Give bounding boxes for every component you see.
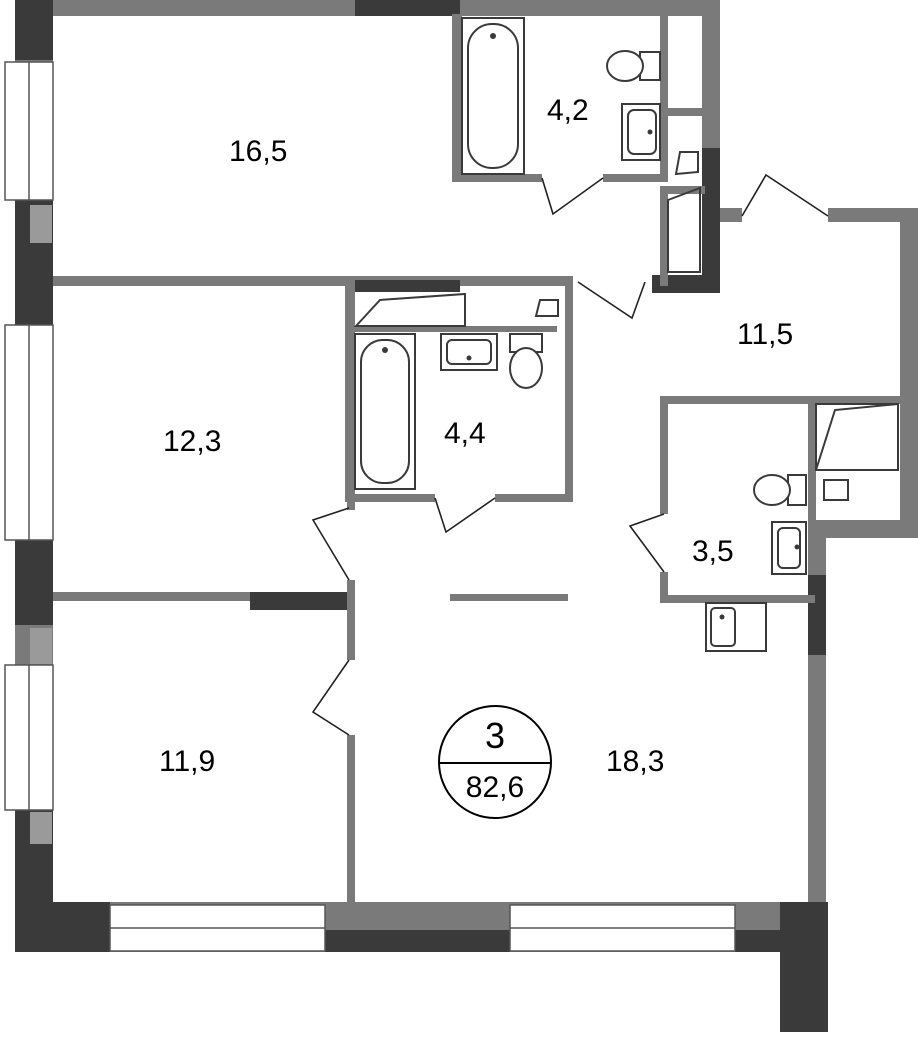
wall-shaft-left xyxy=(660,186,668,286)
kitchen-sink-basin xyxy=(710,607,736,647)
toilet-wc-bowl xyxy=(753,474,791,506)
wall-bathroom-mid-top-dark xyxy=(355,280,460,292)
wall-bathroom-top-bottom-right xyxy=(603,174,663,182)
room-area-bathroom-middle: 4,4 xyxy=(444,417,486,450)
toilet-middle-bowl xyxy=(509,347,543,389)
wall-top-dark xyxy=(355,0,460,16)
badge-rooms-count: 3 xyxy=(485,715,505,756)
sink-middle-basin xyxy=(446,339,492,365)
windows xyxy=(4,61,736,952)
wall-bedroom-mid-right-lower xyxy=(347,502,355,510)
wall-wc-shaft-left xyxy=(808,396,816,526)
washer-middle xyxy=(353,292,466,327)
wall-wc-bottom xyxy=(660,595,815,603)
window-left-sill-2 xyxy=(30,628,52,664)
bathtub-top-inner xyxy=(467,23,519,169)
door-bedroom-bottom xyxy=(311,659,350,736)
kitchen-divider xyxy=(450,594,568,601)
wall-right-lower-dark xyxy=(808,575,826,655)
wall-bathroom-mid-bottom-right xyxy=(495,494,573,502)
wall-bathroom-mid-shelf xyxy=(355,326,557,332)
shaft-middle-glyph xyxy=(534,299,559,317)
door-entry xyxy=(741,173,829,217)
sink-wc-basin xyxy=(777,527,801,569)
washer-wc xyxy=(815,403,899,471)
wall-bedroom-top-bottom xyxy=(53,276,573,286)
wall-bathroom-top-left xyxy=(452,14,462,182)
wall-bottom-dark-mid xyxy=(325,930,510,952)
wall-corner-column xyxy=(780,902,828,1032)
sink-wc-drain xyxy=(794,544,800,550)
doors xyxy=(311,173,829,736)
door-bedroom-middle xyxy=(311,507,350,581)
wall-bedroom-mid-bottom xyxy=(53,592,253,601)
sink-top-drain xyxy=(647,129,653,135)
wall-wc-top xyxy=(660,396,900,404)
door-wc xyxy=(628,513,665,573)
room-labels: 16,5 4,2 11,5 12,3 4,4 3,5 11,9 18,3 xyxy=(159,94,793,778)
wall-bedroom-bottom-right-lower xyxy=(347,735,355,905)
apartment-badge: 3 82,6 xyxy=(438,705,552,819)
badge-total-area: 82,6 xyxy=(466,771,524,804)
door-bathroom-middle xyxy=(434,497,496,534)
wall-bedroom-bottom-right-upper xyxy=(347,580,355,660)
bathtub-top-drain xyxy=(490,33,496,39)
shaft-wc-glyph xyxy=(823,479,849,501)
wall-left-dark-1 xyxy=(15,0,53,60)
room-area-wc: 3,5 xyxy=(692,535,734,568)
wall-right-step xyxy=(808,520,918,538)
room-area-bedroom-middle: 12,3 xyxy=(163,425,221,458)
bathtub-middle-drain xyxy=(382,347,388,353)
wall-bedroom-mid-bottom-dark xyxy=(250,592,355,610)
door-bedroom-top xyxy=(577,281,646,320)
bathtub-middle-inner xyxy=(360,339,410,484)
window-left-sill-1 xyxy=(30,205,52,243)
toilet-top-bowl xyxy=(606,50,644,82)
wall-right-upper-base xyxy=(652,275,720,293)
wall-bathroom-top-right xyxy=(660,14,668,182)
room-area-hallway: 11,5 xyxy=(737,318,793,351)
wall-right-annex xyxy=(900,208,918,538)
wall-entry-stub xyxy=(720,208,742,222)
wall-right-upper-dark xyxy=(702,148,720,293)
room-area-bedroom-top: 16,5 xyxy=(229,135,287,168)
wall-bathroom-top-bottom-left xyxy=(452,174,542,182)
room-area-bathroom-top: 4,2 xyxy=(547,94,589,127)
room-area-kitchen-living: 18,3 xyxy=(606,745,664,778)
wall-bathroom-mid-left xyxy=(345,280,355,502)
wall-bottom-dark-left xyxy=(15,902,110,952)
kitchen-sink-drain xyxy=(719,614,725,620)
door-bathroom-top xyxy=(541,177,604,216)
room-area-bedroom-bottom: 11,9 xyxy=(159,745,215,778)
wall-wc-left-lower xyxy=(660,572,668,602)
wall-wc-left-upper xyxy=(660,396,668,514)
window-left-sill-3 xyxy=(30,812,52,844)
wall-left-dark-3 xyxy=(15,540,53,625)
shaft-top-glyph-2 xyxy=(667,186,701,273)
wall-bathroom-mid-right xyxy=(565,280,573,502)
wall-bathroom-mid-bottom-left xyxy=(345,494,435,502)
shaft-top-glyph xyxy=(674,151,699,176)
sink-middle-drain xyxy=(466,355,472,361)
sink-top-basin xyxy=(627,109,657,155)
wall-right-annex-top xyxy=(828,208,918,222)
fixtures xyxy=(353,17,899,652)
wall-shaft-divider xyxy=(660,108,705,116)
wall-shaft-divider-2 xyxy=(660,186,705,194)
